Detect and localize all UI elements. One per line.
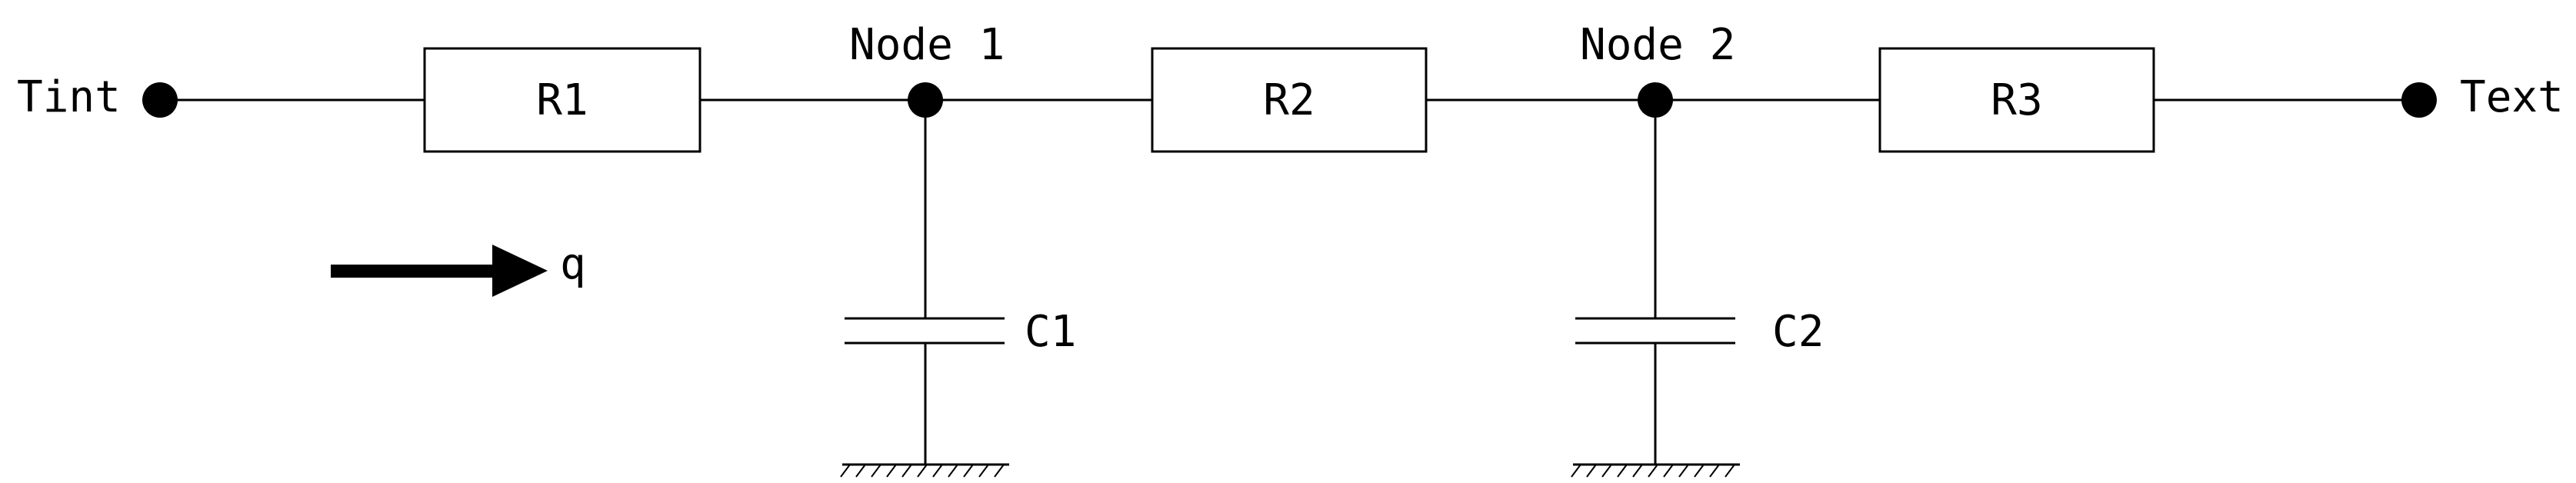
resistor-r3 (1878, 47, 2155, 153)
ground-symbol-c1 (840, 463, 1009, 478)
heat-flow-label: q (560, 239, 586, 289)
node2-label: Node 2 (1580, 20, 1735, 70)
resistor-r2-label: R2 (1263, 75, 1315, 125)
capacitor-c2-label: C2 (1772, 307, 1824, 357)
capacitor-c1 (845, 317, 1005, 345)
capacitor-c1-label: C1 (1025, 307, 1076, 357)
heat-flow-arrow (331, 245, 548, 297)
node1-dot (908, 82, 943, 118)
resistor-r1 (423, 47, 701, 153)
capacitor-c2 (1575, 317, 1735, 345)
resistor-r3-label: R3 (1991, 75, 2042, 125)
resistor-r1-label: R1 (536, 75, 588, 125)
resistor-r2 (1151, 47, 1428, 153)
terminal-tint-label: Tint (17, 72, 121, 122)
node2-dot (1638, 82, 1673, 118)
terminal-tint-dot (142, 82, 178, 118)
ground-symbol-c2 (1571, 463, 1740, 478)
node1-label: Node 1 (849, 20, 1005, 70)
terminal-text-label: Text (2460, 72, 2564, 122)
terminal-text-dot (2401, 82, 2437, 118)
